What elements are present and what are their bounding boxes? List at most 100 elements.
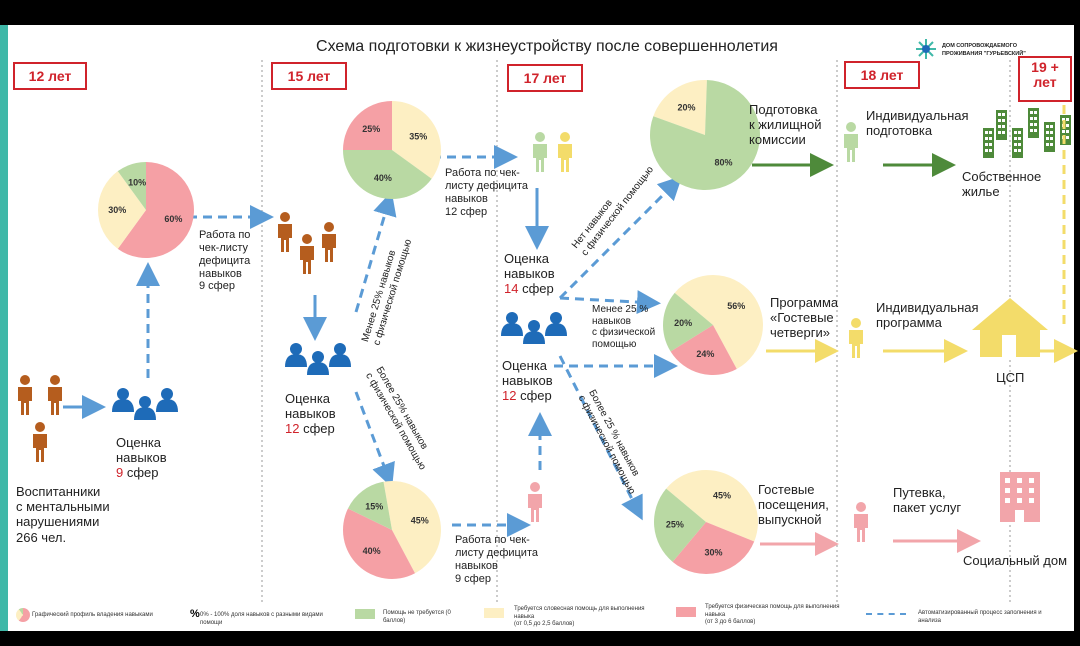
assess-14-suffix: сфер <box>518 281 554 297</box>
work-9b-label: Работа по чек- листу дефицита навыков 9 … <box>455 534 538 585</box>
work-9-label: Работа по чек-листу дефицита навыков 9 с… <box>199 229 251 293</box>
pupils-label: Воспитанники с ментальными нарушениями 2… <box>16 484 110 545</box>
pie-0-label-0: 60% <box>164 214 182 224</box>
legend-pink-text: Требуется физическая помощь для выполнен… <box>705 604 840 625</box>
group-15-people-icon <box>278 212 336 274</box>
slide-background <box>8 25 1074 631</box>
logo-icon <box>916 39 936 59</box>
pie-5-label-1: 30% <box>705 547 723 557</box>
age-18-badge: 18 лет <box>844 61 920 89</box>
assess-12-icon <box>285 343 351 375</box>
solid-arrows <box>63 188 549 419</box>
voucher-label: Путевка, пакет услуг <box>893 485 962 516</box>
legend-dash-text: Автоматизированный процесс заполнения и … <box>918 610 1042 624</box>
pie-3-slice-1 <box>650 80 760 190</box>
logo-line1: ДОМ СОПРОВОЖДАЕМОГО <box>942 43 1018 49</box>
pink-arrows <box>760 529 981 556</box>
process-arrows <box>136 145 683 537</box>
page-title: Схема подготовки к жизнеустройству после… <box>316 38 778 55</box>
program-label: Программа «Гостевые четверги» <box>770 295 839 341</box>
assess-9-number: 9 <box>116 465 124 481</box>
green-person-icon <box>844 122 858 162</box>
pie-5-slice-1 <box>672 522 755 575</box>
assess-14-number: 14 <box>504 281 519 297</box>
individual-program-label: Индивидуальная программа <box>876 300 979 331</box>
pie-0-slice-1 <box>97 171 146 249</box>
social-house-label: Социальный дом <box>963 553 1068 568</box>
assess-12-number: 12 <box>285 421 300 437</box>
pie-3-slice-0 <box>653 80 707 135</box>
pie-2-label-1: 40% <box>363 546 381 556</box>
assess-14-label: Оценка навыков <box>504 251 555 282</box>
age-12-badge: 12 лет <box>13 62 87 90</box>
pie-4-slice-2 <box>663 292 713 352</box>
assess-12-suffix: сфер <box>299 421 335 437</box>
pie-4-slice-1 <box>670 325 737 375</box>
house-icon <box>972 298 1048 357</box>
legend-pct-icon: % <box>190 608 200 620</box>
guest-visits-label: Гостевые посещения, выпускной <box>758 482 829 528</box>
pie-1-slice-1 <box>343 150 432 200</box>
legend-green-text: Помощь не требуется (0 баллов) <box>383 610 451 624</box>
csp-label: ЦСП <box>996 370 1025 385</box>
pie-2-label-0: 45% <box>411 515 429 525</box>
pie-5-slice-0 <box>666 470 758 542</box>
pink-person-icon <box>528 482 542 522</box>
legend-pct-text: 0% - 100% доля навыков с разными видами … <box>200 612 323 626</box>
pie-1-slice-2 <box>343 101 392 150</box>
assess-12b-number: 12 <box>502 388 517 404</box>
own-housing-label: Собственное жилье <box>962 169 1042 200</box>
pie-1-slice-0 <box>392 101 441 179</box>
social-house-icon <box>1000 472 1040 522</box>
age-17-badge: 17 лет <box>507 64 583 92</box>
pie-2-slice-2 <box>347 481 392 530</box>
pie-1-label-0: 35% <box>409 132 427 142</box>
assess-17-icon <box>501 312 567 344</box>
pie-1-label-1: 40% <box>374 173 392 183</box>
pie-2-slice-1 <box>343 508 416 579</box>
pink-person-18-icon <box>854 502 868 542</box>
work-12-label: Работа по чек- листу дефицита навыков 12… <box>445 167 528 218</box>
pie-5-label-2: 25% <box>666 520 684 530</box>
pie-0-slice-2 <box>117 162 146 210</box>
pie-4-label-1: 24% <box>696 349 714 359</box>
pie-5-label-0: 45% <box>713 490 731 500</box>
pie-0-label-1: 30% <box>108 205 126 215</box>
pie-2-label-2: 15% <box>365 502 383 512</box>
pie-3-label-1: 80% <box>714 157 732 167</box>
housing-commission-label: Подготовка к жилищной комиссии <box>749 102 822 148</box>
pie-0-label-2: 10% <box>128 178 146 188</box>
assess-9-icon <box>112 388 178 420</box>
assess-9-label: Оценка навыков <box>116 435 167 466</box>
age-15-badge: 15 лет <box>271 62 347 90</box>
less25b-label: Менее 25 % навыков с физической помощью <box>592 304 656 351</box>
age-19-badge: 19 + лет <box>1018 56 1072 102</box>
yellow-person-icon <box>849 318 863 358</box>
legend-pink-swatch <box>676 607 696 617</box>
group-17-people-icon <box>533 132 572 172</box>
legend-profile-icon <box>16 608 30 622</box>
pie-0-slice-0 <box>117 162 194 258</box>
pie-3-label-0: 20% <box>678 103 696 113</box>
legend-dash-swatch <box>866 613 906 615</box>
teal-accent-bar <box>0 25 8 631</box>
pie-5-slice-2 <box>654 488 706 562</box>
pie-4-label-0: 56% <box>727 301 745 311</box>
individual-prep-label: Индивидуальная подготовка <box>866 108 969 139</box>
legend-yellow-text: Требуется словесная помощь для выполнени… <box>514 606 645 627</box>
logo-line2: ПРОЖИВАНИЯ "ГУРЬЕВСКИЙ" <box>942 49 1026 57</box>
assess-12b-suffix: сфер <box>516 388 552 404</box>
pie-2-slice-0 <box>383 481 441 574</box>
assess-12b-label: Оценка навыков <box>502 358 553 389</box>
legend-green-swatch <box>355 609 375 619</box>
pupils-people-icon <box>18 375 62 462</box>
pie-4-label-2: 20% <box>674 318 692 328</box>
assess-12-label: Оценка навыков <box>285 391 336 422</box>
pie-1-label-2: 25% <box>362 124 380 134</box>
